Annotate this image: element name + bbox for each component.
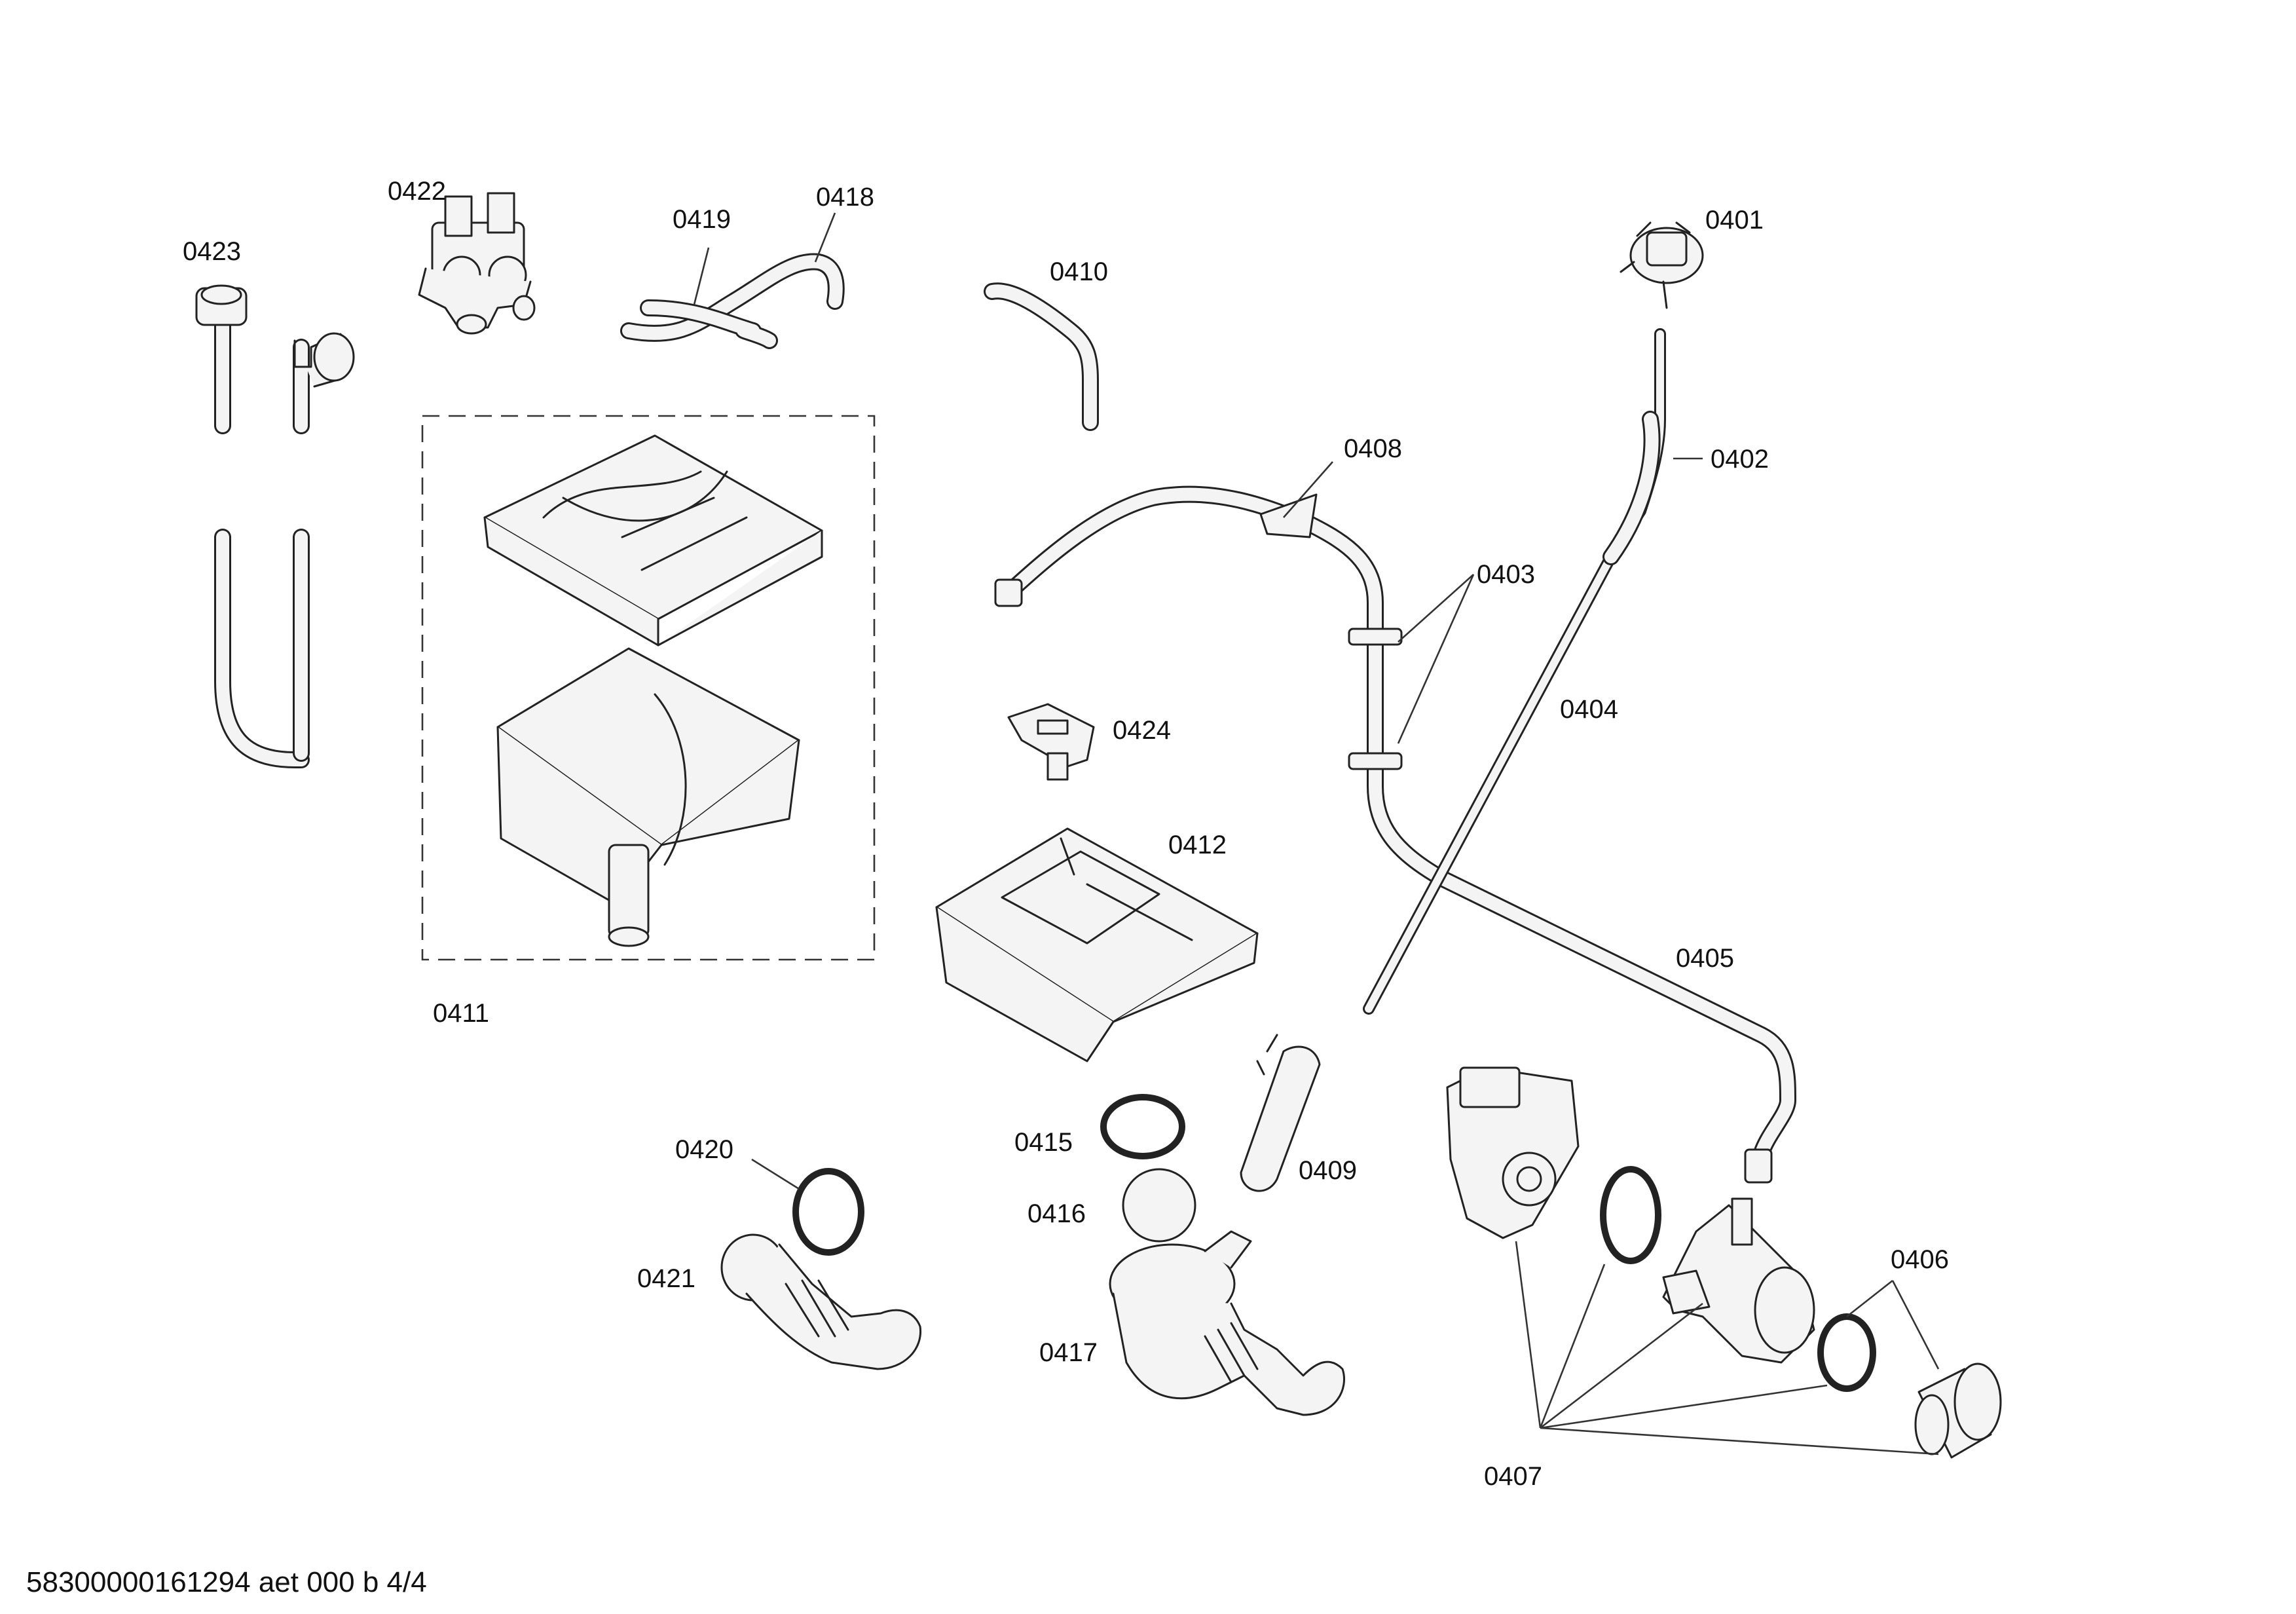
ring-0420-part bbox=[792, 1168, 864, 1256]
detergent-drawer-part bbox=[935, 827, 1259, 1062]
label-0404: 0404 bbox=[1560, 695, 1618, 724]
label-0412: 0412 bbox=[1168, 831, 1227, 859]
pump-housing-part bbox=[1662, 1197, 1815, 1364]
label-0411: 0411 bbox=[433, 999, 489, 1028]
part-0424 bbox=[1007, 703, 1095, 781]
label-0424: 0424 bbox=[1113, 716, 1171, 745]
pressure-tube-part bbox=[1363, 328, 1666, 1015]
leader-lines bbox=[693, 212, 1940, 1455]
label-0423: 0423 bbox=[183, 237, 241, 266]
dispenser-cover-part bbox=[483, 434, 823, 647]
label-0406: 0406 bbox=[1891, 1245, 1949, 1274]
label-0409: 0409 bbox=[1299, 1156, 1357, 1185]
air-chamber-part bbox=[1240, 1034, 1321, 1192]
label-0410: 0410 bbox=[1050, 257, 1108, 286]
inlet-hose-part bbox=[195, 284, 355, 768]
drain-pump-part bbox=[1446, 1066, 1580, 1239]
hose-0410-part bbox=[984, 282, 1099, 431]
label-0417: 0417 bbox=[1039, 1338, 1098, 1367]
label-0419: 0419 bbox=[673, 205, 731, 234]
drain-filter-part bbox=[1914, 1362, 2002, 1459]
connecting-hoses-part bbox=[620, 253, 845, 349]
label-0402: 0402 bbox=[1711, 445, 1769, 474]
label-0415: 0415 bbox=[1014, 1128, 1073, 1157]
ball-0416-part bbox=[1122, 1168, 1196, 1243]
label-0401: 0401 bbox=[1705, 206, 1764, 235]
label-0420: 0420 bbox=[675, 1135, 733, 1164]
label-0421: 0421 bbox=[637, 1264, 695, 1293]
sump-hose-part bbox=[1109, 1230, 1345, 1416]
dispenser-tub-part bbox=[496, 647, 800, 947]
bellows-hose-part bbox=[720, 1233, 922, 1370]
filter-ring-0406-part bbox=[1817, 1313, 1876, 1392]
inlet-valve-part bbox=[418, 192, 536, 335]
pressure-switch-part bbox=[1620, 221, 1704, 309]
label-0405: 0405 bbox=[1676, 944, 1734, 973]
pump-seal-ring-part bbox=[1600, 1166, 1661, 1264]
assembly-0411-frame bbox=[421, 415, 876, 961]
label-0403: 0403 bbox=[1477, 560, 1535, 589]
label-0408: 0408 bbox=[1344, 434, 1402, 463]
label-0407: 0407 bbox=[1484, 1462, 1542, 1491]
document-footer: 58300000161294 aet 000 b 4/4 bbox=[26, 1566, 427, 1598]
label-0416: 0416 bbox=[1028, 1199, 1086, 1228]
drain-hose-part bbox=[994, 485, 1796, 1184]
ring-0415-part bbox=[1100, 1094, 1185, 1159]
label-0418: 0418 bbox=[816, 183, 874, 212]
label-0422: 0422 bbox=[388, 177, 446, 206]
